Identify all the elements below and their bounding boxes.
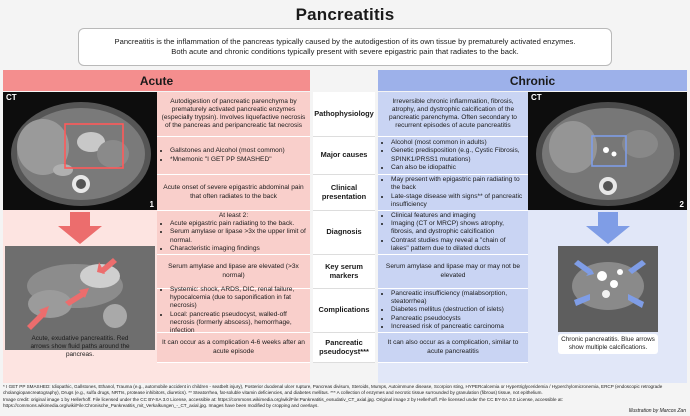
chronic-cause-item: Can also be idiopathic [391, 164, 524, 172]
acute-pathophysiology: Autodigestion of pancreatic parenchyma b… [157, 92, 310, 137]
acute-ct-image: CT 1 [3, 92, 157, 210]
chronic-ct-scan-graphic [528, 92, 687, 210]
row-label-pathophysiology: Pathophysiology [313, 92, 375, 137]
chronic-complication-item: Diabetes mellitus (destruction of islets… [391, 306, 524, 314]
chronic-presentation-item: Late-stage disease with signs** of pancr… [391, 193, 524, 209]
acute-zoom-arrow-icon [58, 212, 102, 244]
acute-clinical-presentation: Acute onset of severe epigastric abdomin… [157, 175, 310, 211]
chronic-complication-item: Increased risk of pancreatic carcinoma [391, 323, 524, 331]
chronic-clinical-presentation: May present with epigastric pain radiati… [378, 175, 528, 211]
acute-complications: Systemic: shock, ARDS, DIC, renal failur… [157, 286, 310, 336]
chronic-major-causes: Alcohol (most common in adults) Genetic … [378, 137, 528, 175]
acute-ct-scan-graphic [3, 92, 157, 210]
row-label-diagnosis: Diagnosis [313, 211, 375, 255]
chronic-image-caption: Chronic pancreatitis. Blue arrows show m… [558, 334, 658, 354]
row-label-key-serum-markers: Key serum markers [313, 255, 375, 289]
acute-serum-markers: Serum amylase and lipase are elevated (>… [157, 255, 310, 289]
footnotes: * I GET PP SMASHED: Idiopathic, Gallston… [3, 384, 687, 409]
chronic-zoom-image [558, 246, 658, 332]
chronic-pathophysiology: Irreversible chronic inflammation, fibro… [378, 92, 528, 137]
acute-zoom-image [5, 246, 155, 350]
chronic-diagnosis-item: Imaging (CT or MRCP) shows atrophy, fibr… [391, 220, 524, 236]
mnemonic-footnote: * I GET PP SMASHED: Idiopathic, Gallston… [3, 384, 663, 395]
chronic-cause-item: Genetic predisposition (e.g., Cystic Fib… [391, 147, 524, 163]
illustrator-credit: Illustration by Marcos Zan [628, 408, 686, 414]
acute-pseudocyst: It can occur as a complication 4-6 weeks… [157, 333, 310, 363]
row-label-pancreatic-pseudocyst: Pancreatic pseudocyst*** [313, 333, 375, 363]
acute-cause-item: *Mnemonic "I GET PP SMASHED" [170, 156, 306, 164]
acute-complication-item: Systemic: shock, ARDS, DIC, renal failur… [170, 286, 306, 311]
chronic-image-number: 2 [679, 200, 684, 209]
chronic-complication-item: Pancreatic pseudocysts [391, 315, 524, 323]
chronic-ct-tag: CT [531, 93, 542, 102]
chronic-ct-image: CT 2 [528, 92, 687, 210]
acute-header: Acute [3, 70, 310, 91]
acute-ct-tag: CT [6, 93, 17, 102]
acute-diagnosis-item: Acute epigastric pain radiating to the b… [170, 220, 306, 228]
row-label-clinical-presentation: Clinical presentation [313, 175, 375, 211]
chronic-diagnosis-item: Contrast studies may reveal a "chain of … [391, 237, 524, 253]
chronic-pseudocyst: It can also occur as a complication, sim… [378, 333, 528, 363]
row-label-complications: Complications [313, 289, 375, 333]
chronic-complication-item: Pancreatic insufficiency (malabsorption,… [391, 290, 524, 306]
row-label-major-causes: Major causes [313, 137, 375, 175]
acute-diagnosis-intro: At least 2: [218, 211, 249, 219]
image-credit: Image credit: original image 1 by Heller… [3, 396, 563, 408]
intro-line-1: Pancreatitis is the inflammation of the … [114, 37, 576, 47]
acute-diagnosis-item: Serum amylase or lipase >3x the upper li… [170, 228, 306, 244]
chronic-header: Chronic [378, 70, 687, 91]
acute-diagnosis-item: Characteristic imaging findings [170, 245, 306, 253]
intro-line-2: Both acute and chronic conditions typica… [171, 47, 519, 56]
chronic-complications: Pancreatic insufficiency (malabsorption,… [378, 289, 528, 333]
acute-image-number: 1 [149, 200, 154, 209]
chronic-cause-item: Alcohol (most common in adults) [391, 139, 524, 147]
acute-major-causes: Gallstones and Alcohol (most common) *Mn… [157, 137, 310, 175]
chronic-diagnosis-item: Clinical features and imaging [391, 212, 524, 220]
acute-cause-item: Gallstones and Alcohol (most common) [170, 147, 306, 155]
intro-box: Pancreatitis is the inflammation of the … [78, 28, 612, 66]
chronic-presentation-item: May present with epigastric pain radiati… [391, 176, 524, 192]
acute-zoom-graphic [5, 246, 155, 350]
chronic-zoom-graphic [558, 246, 658, 332]
chronic-zoom-arrow-icon [586, 212, 630, 244]
acute-image-caption: Acute, exudative pancreatitis. Red arrow… [30, 335, 130, 358]
acute-diagnosis: At least 2: Acute epigastric pain radiat… [157, 211, 310, 255]
chronic-diagnosis: Clinical features and imaging Imaging (C… [378, 211, 528, 255]
page-title: Pancreatitis [295, 5, 395, 24]
chronic-serum-markers: Serum amylase and lipase may or may not … [378, 255, 528, 289]
acute-complication-item: Local: pancreatic pseudocyst, walled-off… [170, 311, 306, 336]
